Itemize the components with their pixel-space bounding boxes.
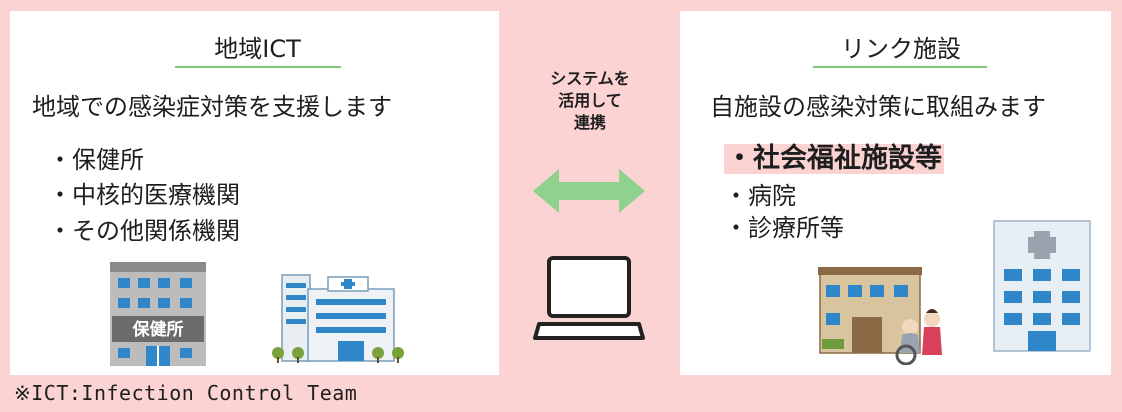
footnote: ※ICT:Infection Control Team bbox=[14, 381, 358, 405]
health-center-sign: 保健所 bbox=[132, 319, 184, 340]
hospital-tower-illustration bbox=[993, 220, 1091, 352]
health-center-building-illustration: 保健所 bbox=[110, 262, 206, 366]
left-panel-title: 地域ICT bbox=[214, 35, 301, 63]
welfare-facility-illustration bbox=[818, 267, 942, 365]
left-panel: 地域ICT 地域での感染症対策を支援します ・保健所 ・中核的医療機関 ・その他… bbox=[10, 11, 499, 375]
cooperation-label-line: 連携 bbox=[573, 113, 606, 132]
cooperation-label: システムを 活用して 連携 bbox=[520, 68, 660, 134]
left-heading: 地域での感染症対策を支援します bbox=[32, 93, 392, 121]
right-title-underline bbox=[813, 66, 987, 68]
cooperation-label-line: システムを bbox=[550, 69, 630, 88]
right-list-item: ・病院 bbox=[724, 182, 796, 210]
bidirectional-arrow-icon bbox=[533, 169, 645, 213]
right-heading: 自施設の感染対策に取組みます bbox=[710, 93, 1046, 121]
right-list-item-emphasized: ・社会福祉施設等 bbox=[724, 143, 944, 174]
hospital-illustration bbox=[272, 274, 404, 363]
right-list-item: ・診療所等 bbox=[724, 214, 844, 242]
laptop-icon bbox=[533, 256, 645, 340]
left-list-item: ・保健所 bbox=[48, 146, 144, 174]
cooperation-label-line: 活用して bbox=[558, 91, 622, 110]
right-panel-title: リンク施設 bbox=[841, 35, 961, 63]
left-list-item: ・その他関係機関 bbox=[48, 217, 240, 245]
right-panel: リンク施設 自施設の感染対策に取組みます ・社会福祉施設等 ・病院 ・診療所等 bbox=[680, 11, 1111, 375]
left-title-underline bbox=[175, 66, 341, 68]
left-list-item: ・中核的医療機関 bbox=[48, 181, 240, 209]
